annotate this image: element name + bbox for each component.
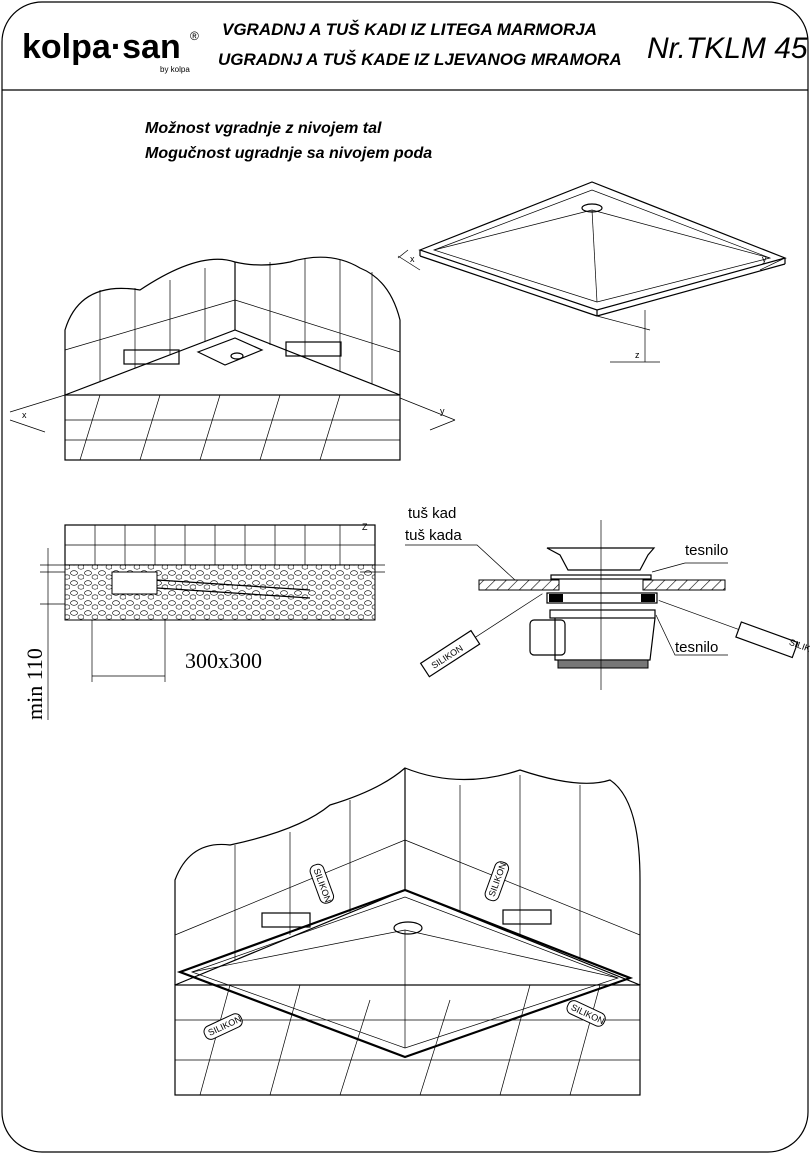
drain-section <box>111 571 158 595</box>
silicone-gun-left: SILIKON <box>419 593 543 678</box>
spirit-level-right-installed <box>502 909 552 925</box>
subtitle-croatian: Mogučnost ugradnje sa nivojem poda <box>145 145 432 162</box>
dim-y-label: y <box>762 254 767 264</box>
drain-hole-installed <box>393 921 423 935</box>
title-croatian: UGRADNJ A TUŠ KADE IZ LJEVANOG MRAMORA <box>218 50 622 69</box>
logo-subtext: by kolpa <box>160 65 190 74</box>
dim-z-label: z <box>635 350 640 360</box>
seal-top-label: tesnilo <box>685 542 728 559</box>
dim-x-label-room: x <box>22 410 27 420</box>
title-slovenian: VGRADNJ A TUŠ KADI IZ LITEGA MARMORJA <box>222 20 597 39</box>
subtitle-slovenian: Možnost vgradnje z nivojem tal <box>145 120 382 137</box>
min-height-label: min 110 <box>22 648 47 720</box>
document-number: Nr.TKLM 45 <box>647 32 808 65</box>
spirit-level-left <box>123 349 180 365</box>
tray-label-slovenian: tuš kad <box>408 505 456 522</box>
seal-bottom-label: tesnilo <box>675 639 718 656</box>
silicone-label: SILIKON <box>788 637 810 659</box>
kolpa-san-logo: kolpa·san <box>22 28 181 66</box>
dim-y-label-room: y <box>440 406 445 416</box>
tray-isometric: x y z <box>397 181 787 363</box>
spirit-level-right <box>285 341 342 357</box>
dim-Z-label: Z <box>362 522 368 532</box>
silicone-tube-4: SILIKON <box>566 1000 606 1027</box>
header: kolpa·san ® by kolpa VGRADNJ A TUŠ KADI … <box>22 20 808 74</box>
tray-label-croatian: tuš kada <box>405 527 462 544</box>
drain-hole <box>581 203 603 213</box>
room-scene-installed: SILIKON SILIKON SILIKON SILIKON <box>174 767 641 1096</box>
floor-cross-section: 300x300 min 110 Z <box>22 522 385 720</box>
dim-x-label: x <box>410 254 415 264</box>
silicone-tube-3: SILIKON <box>203 1013 243 1040</box>
room-scene-level: x y <box>9 256 456 461</box>
drain-size-label: 300x300 <box>185 648 262 673</box>
drain-detail: tuš kad tuš kada tesnilo tesnilo SILIKON… <box>405 505 810 690</box>
silicone-tube-1: SILIKON <box>309 863 335 904</box>
registered-mark: ® <box>190 29 199 43</box>
drain-cover <box>546 547 656 571</box>
spirit-level-left-installed <box>261 912 311 928</box>
